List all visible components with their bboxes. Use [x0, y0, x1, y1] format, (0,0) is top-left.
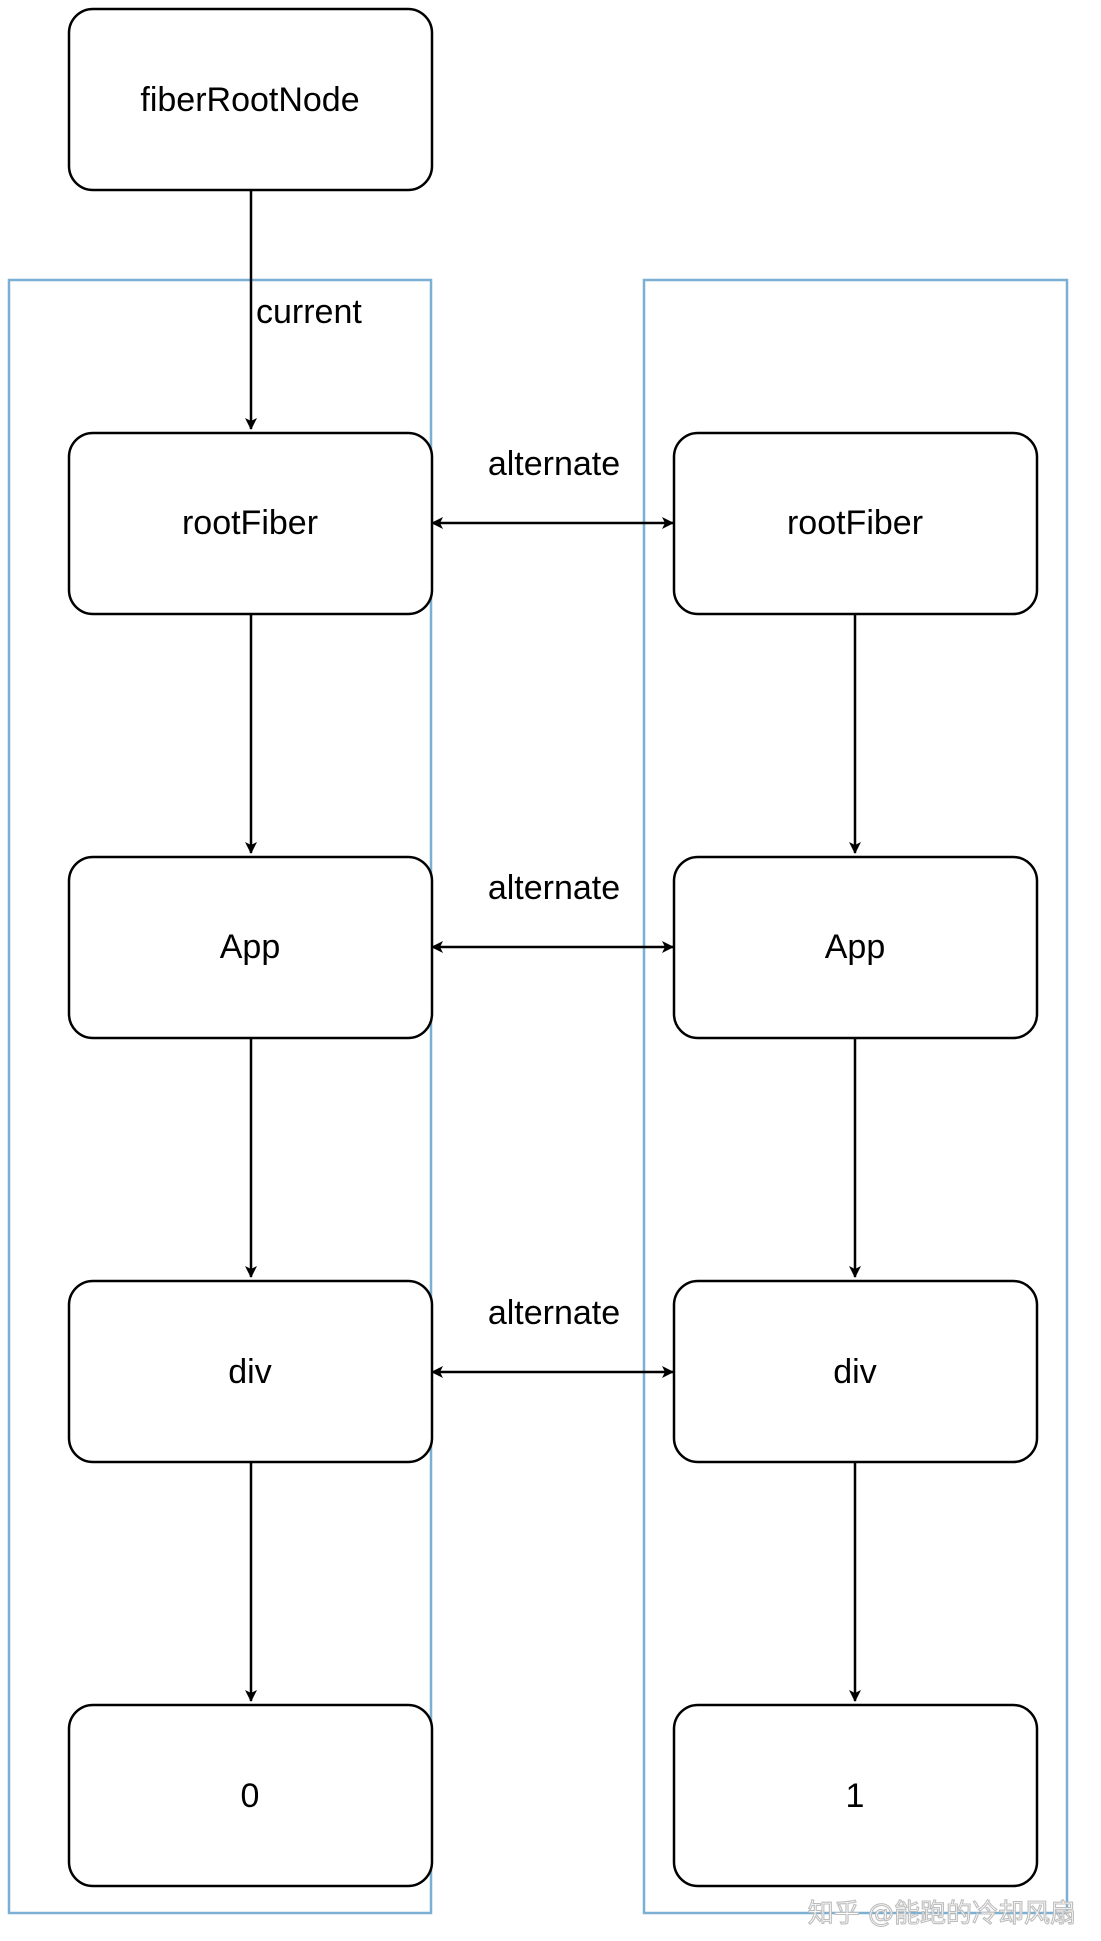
current-app-label: App — [220, 928, 281, 966]
current-tree-frame — [7, 278, 433, 1915]
wip-app-node: App — [672, 855, 1039, 1040]
wip-rootfiber-node: rootFiber — [672, 431, 1039, 616]
current-text-label: 0 — [241, 1777, 260, 1815]
wip-div-label: div — [833, 1353, 876, 1391]
current-app-node: App — [67, 855, 434, 1040]
current-div-node: div — [67, 1279, 434, 1464]
alternate-label-div: alternate — [488, 1294, 620, 1332]
fiber-root-node-label: fiberRootNode — [140, 81, 359, 119]
wip-div-node: div — [672, 1279, 1039, 1464]
wip-app-label: App — [825, 928, 886, 966]
current-rootfiber-label: rootFiber — [182, 504, 318, 542]
fiber-root-node: fiberRootNode — [67, 7, 434, 192]
current-div-label: div — [228, 1353, 271, 1391]
wip-tree-frame — [642, 278, 1069, 1915]
alternate-label-rootfiber: alternate — [488, 445, 620, 483]
current-rootfiber-node: rootFiber — [67, 431, 434, 616]
wip-rootfiber-label: rootFiber — [787, 504, 923, 542]
alternate-label-app: alternate — [488, 869, 620, 907]
watermark-text: 知乎 @能跑的冷却风扇 — [808, 1899, 1076, 1929]
current-text-node: 0 — [67, 1703, 434, 1888]
wip-text-node: 1 — [672, 1703, 1039, 1888]
wip-text-label: 1 — [846, 1777, 865, 1815]
current-edge-label: current — [256, 293, 362, 331]
